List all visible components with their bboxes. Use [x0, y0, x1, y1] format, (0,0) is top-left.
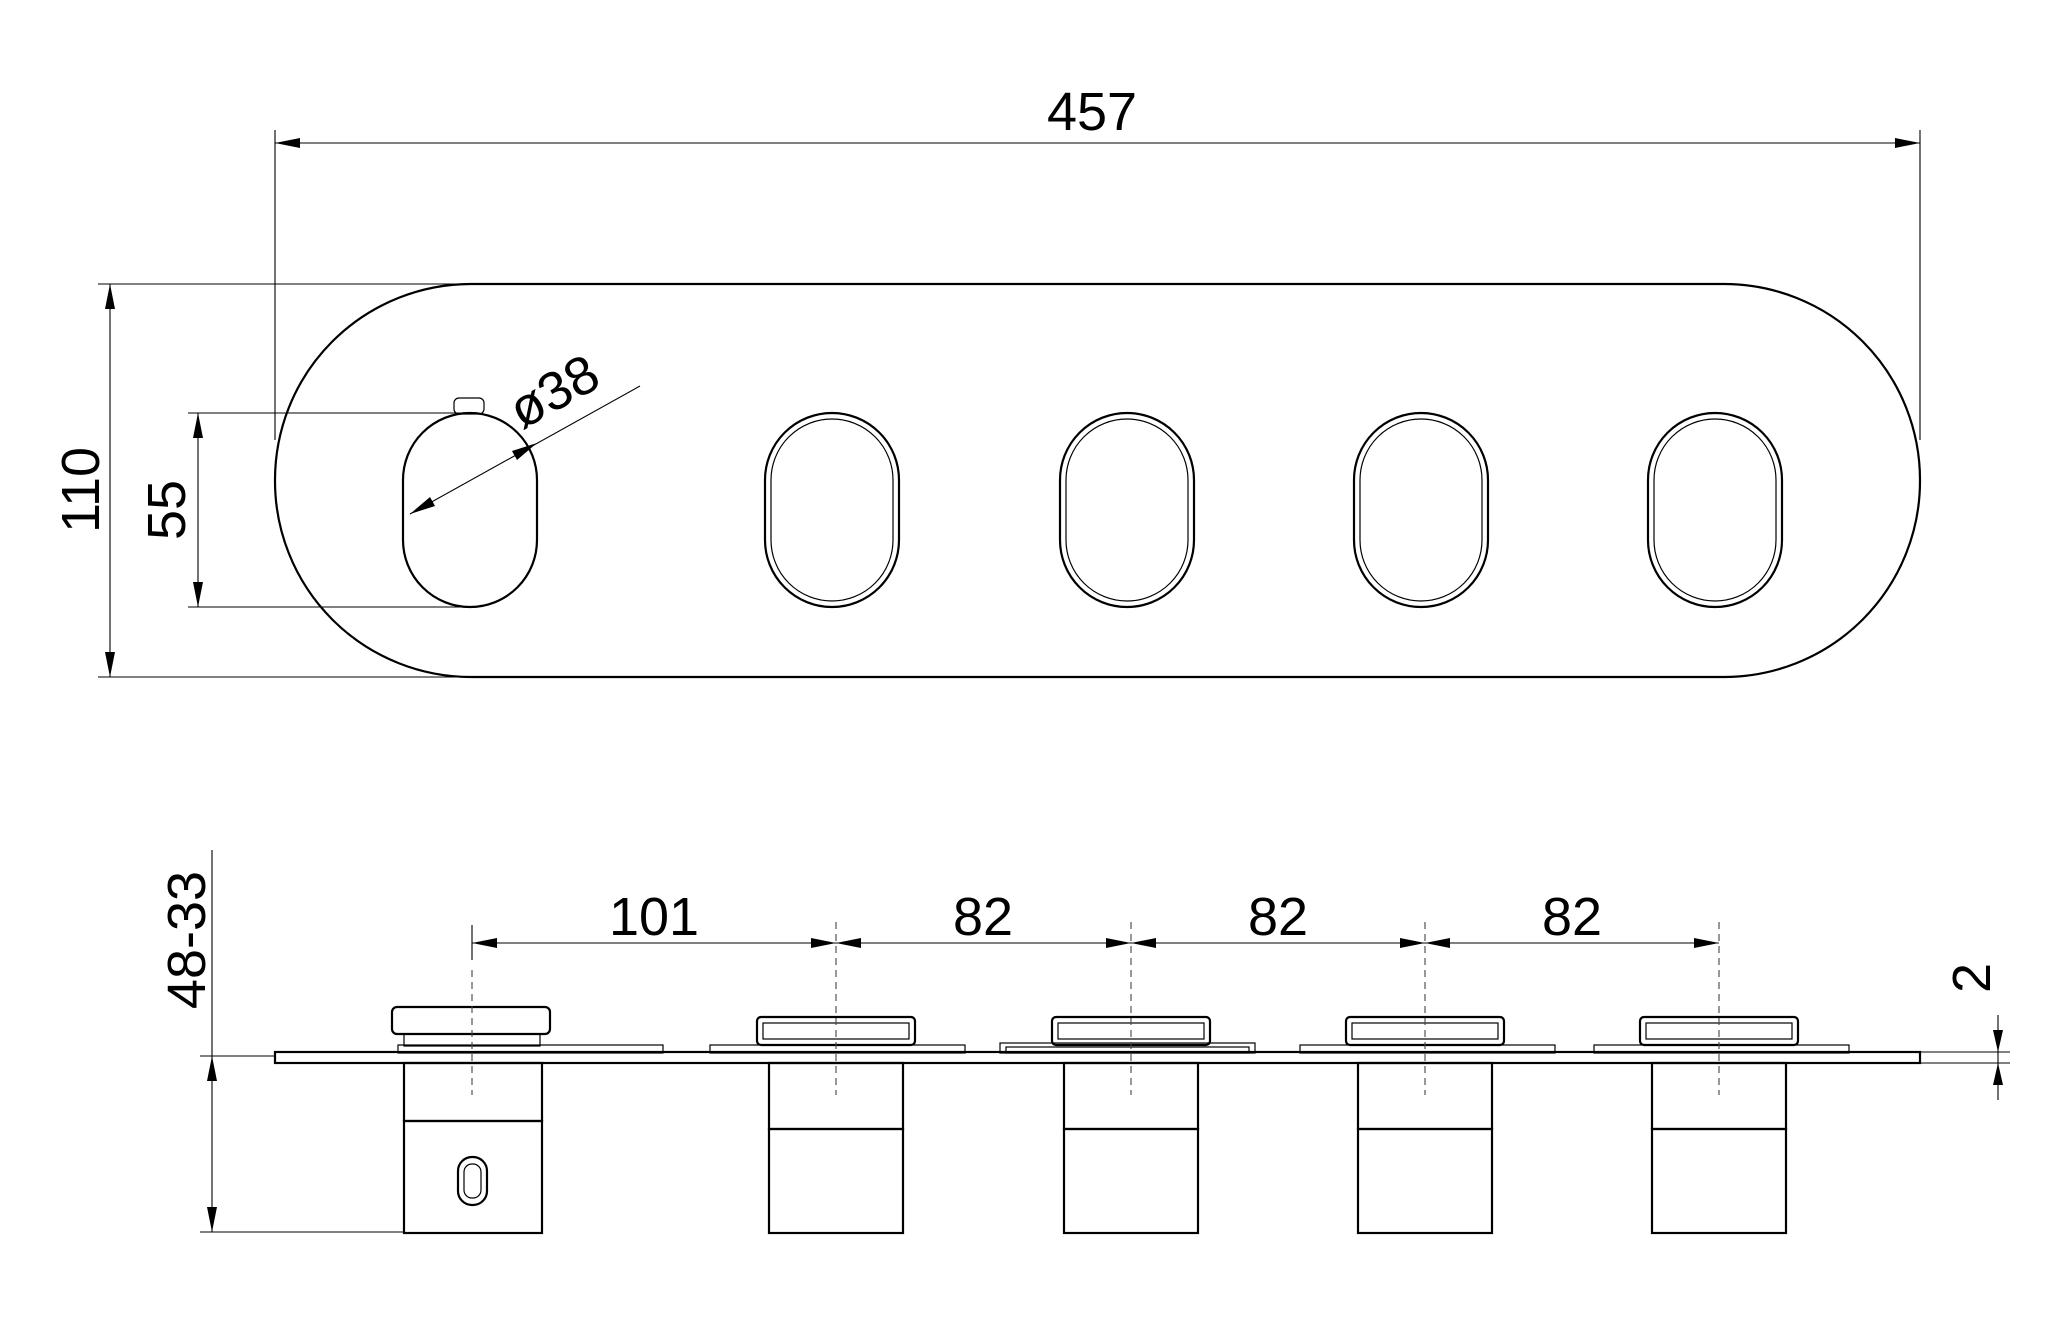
- overall-height-label: 110: [51, 447, 111, 533]
- wall-plate: [273, 1050, 1922, 1065]
- overall-height-dimension: 110: [51, 283, 470, 678]
- plate-thickness-label: 2: [1942, 963, 2002, 993]
- side-view: 101 82 82 82 48-33 2: [157, 850, 2010, 1235]
- valve-body-side-4: [1593, 1015, 1850, 1235]
- handle-height-dimension: 55: [137, 412, 470, 608]
- handle-diameter-callout: ø38: [409, 343, 641, 515]
- center-lines: [471, 922, 1720, 1095]
- spacing-dimensions: 101 82 82 82: [471, 887, 1719, 960]
- handle-height-label: 55: [137, 480, 197, 540]
- spacing-2-label: 82: [953, 887, 1013, 947]
- spacing-4-label: 82: [1542, 887, 1602, 947]
- spacing-3-label: 82: [1248, 887, 1308, 947]
- handle-diameter-label: ø38: [499, 343, 609, 441]
- thermostat-handle-top: [401, 397, 539, 609]
- valve-body-side-3: [1299, 1015, 1556, 1235]
- valve-handle-top-2: [1058, 411, 1196, 609]
- valve-body-side-2: [999, 1015, 1256, 1235]
- valve-handle-top-3: [1352, 411, 1490, 609]
- cover-plate-outline: [273, 282, 1922, 679]
- overall-length-label: 457: [1047, 82, 1137, 142]
- valve-body-side-1: [709, 1015, 966, 1235]
- top-view: 457 110 55 ø38: [51, 82, 1922, 679]
- valve-handle-top-4: [1646, 411, 1784, 609]
- plate-thickness-dimension: 2: [1920, 963, 2010, 1100]
- temperature-indicator-slot: [456, 1155, 489, 1207]
- overall-length-dimension: 457: [274, 82, 1921, 440]
- depth-dimension: 48-33: [157, 850, 404, 1233]
- depth-range-label: 48-33: [157, 871, 217, 1009]
- thermostat-body-side: [390, 1005, 664, 1235]
- spacing-first-label: 101: [609, 887, 699, 947]
- valve-handle-top-1: [763, 411, 901, 609]
